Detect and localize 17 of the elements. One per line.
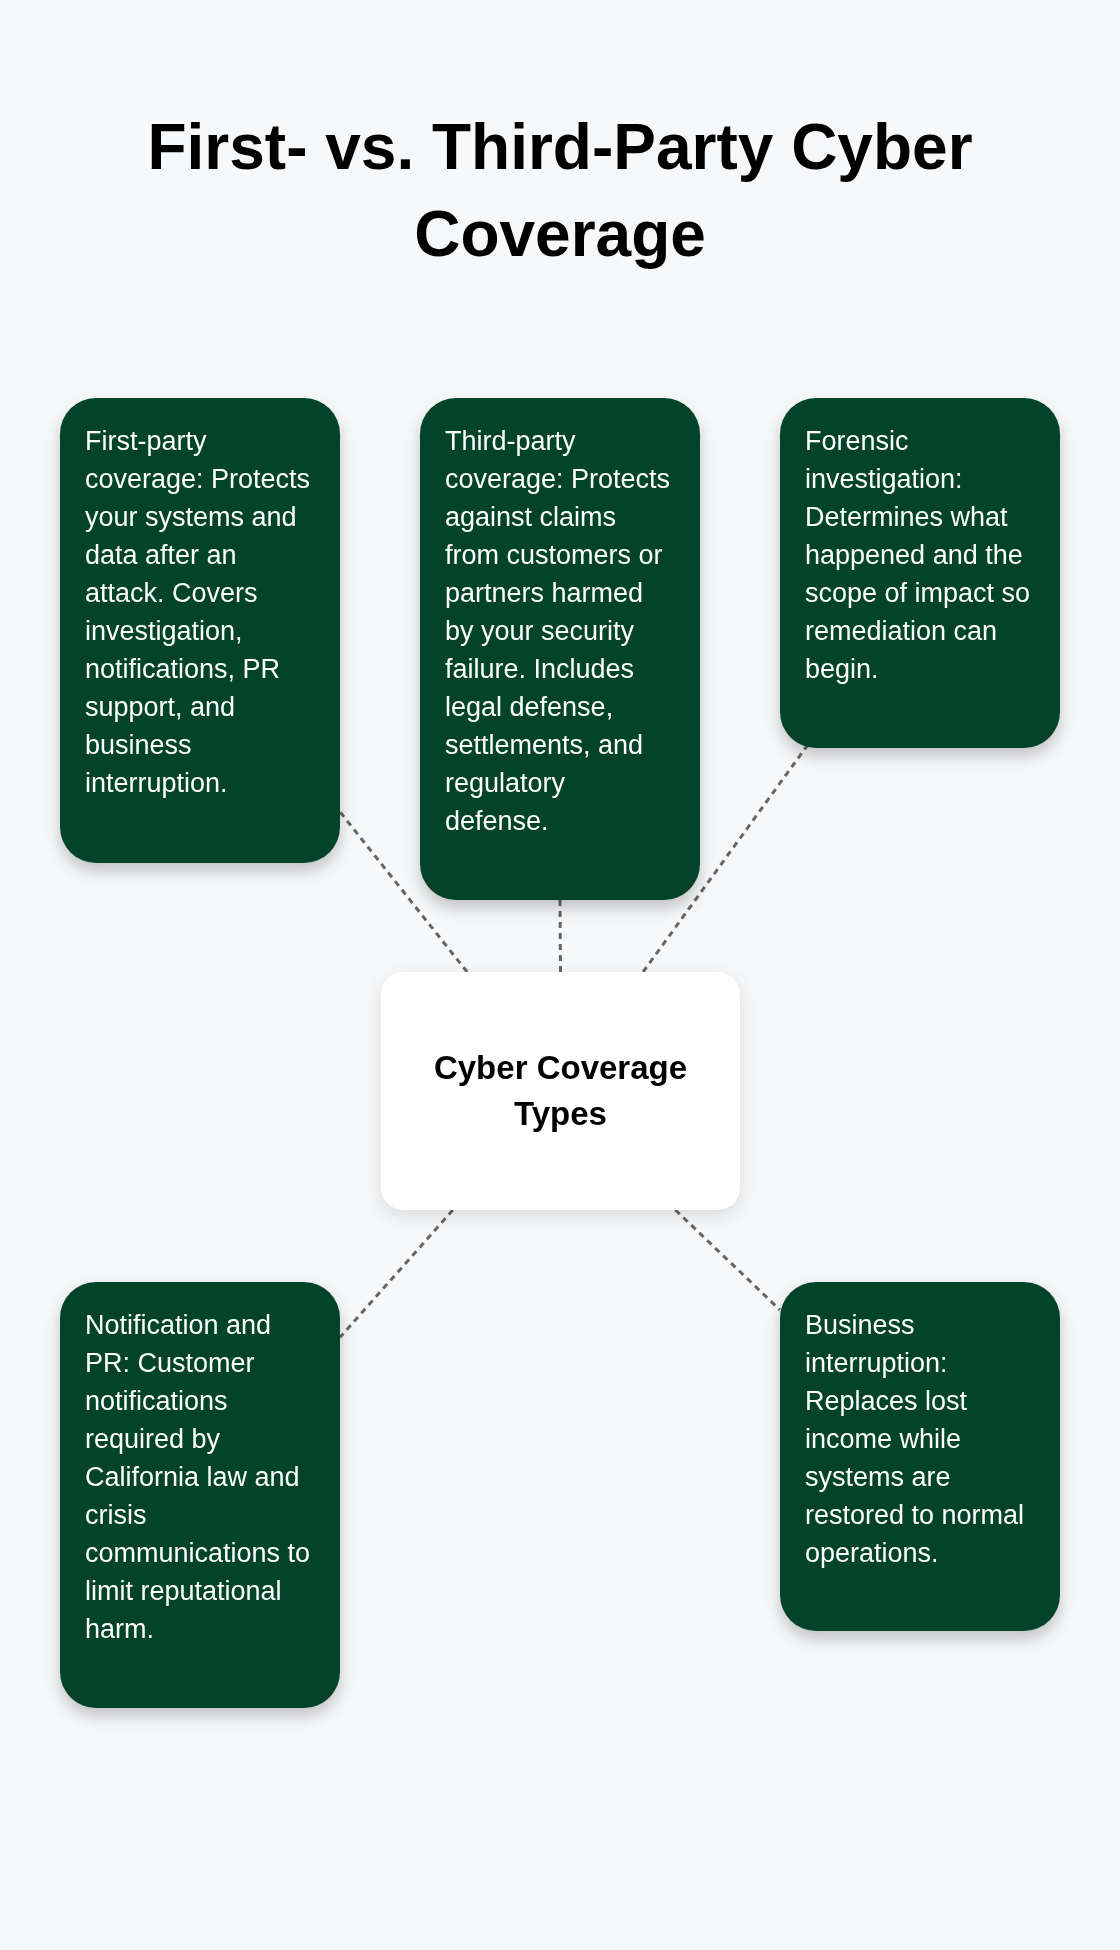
coverage-card — [780, 1282, 1060, 1631]
coverage-card — [60, 398, 340, 863]
dashed-connector — [338, 810, 469, 973]
coverage-card — [780, 398, 1060, 748]
card-text: Forensic investigation: Determines what happened and the scope of impact so remediation can begin. — [805, 425, 1032, 686]
card-text: Notification and PR: Customer notifications required by California law and crisis communications to limit reputational harm. — [85, 1309, 312, 1646]
card-text: Business interruption: Replaces lost income while systems are restored to normal operations. — [805, 1309, 1026, 1570]
dashed-connector — [338, 1209, 454, 1339]
card-text: Third-party coverage: Protects against claims from customers or partners harmed by your security failure. Includes legal defense, settlements, and regulatory defense. — [445, 425, 672, 838]
card-text: First-party coverage: Protects your systems and data after an attack. Covers investigation, notifications, PR support, and business interruption. — [85, 425, 312, 800]
title: First- vs. Third-Party Cyber Coverage — [146, 110, 974, 272]
coverage-card — [420, 398, 700, 900]
center-label: Cyber Coverage Types — [432, 1048, 689, 1134]
center-box — [381, 972, 740, 1210]
coverage-card — [60, 1282, 340, 1708]
dashed-connector — [558, 900, 562, 972]
dashed-connector — [674, 1208, 782, 1311]
